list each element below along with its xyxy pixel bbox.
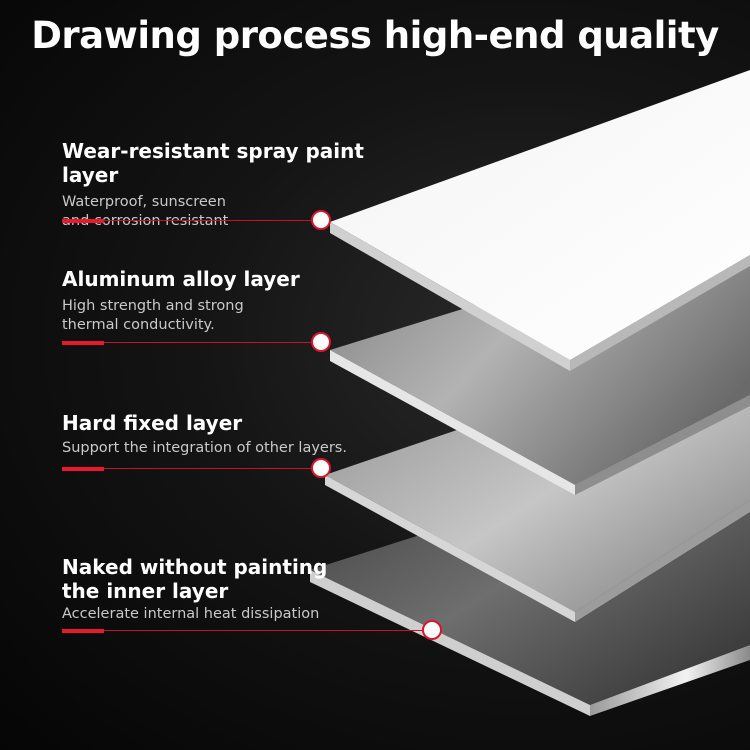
- layer-description: Support the integration of other layers.: [62, 439, 382, 458]
- layer-heading: Wear-resistant spray paint layer: [62, 139, 364, 187]
- layer-heading: Naked without painting the inner layer: [62, 555, 362, 603]
- layer-description: Accelerate internal heat dissipation: [62, 605, 362, 624]
- layer-heading-line: the inner layer: [62, 579, 229, 603]
- layer-description-line: Waterproof, sunscreen: [62, 194, 226, 210]
- marker-dot: [422, 620, 442, 640]
- connector-line: [62, 628, 424, 633]
- marker-dot: [311, 210, 331, 230]
- connector-accent: [62, 466, 104, 471]
- layer-description-line: Accelerate internal heat dissipation: [62, 606, 320, 622]
- layer-description: High strength and strong thermal conduct…: [62, 297, 422, 335]
- layer-heading: Aluminum alloy layer: [62, 267, 300, 291]
- plate-spray-paint-layer: [330, 70, 750, 371]
- connector-line: [62, 340, 312, 345]
- page-title: Drawing process high-end quality: [31, 14, 719, 57]
- marker-dot: [311, 332, 331, 352]
- connector-line: [62, 466, 312, 471]
- layer-block-aluminum: Aluminum alloy layer High strength and s…: [62, 267, 422, 335]
- connector-accent: [62, 340, 104, 345]
- layer-heading: Hard fixed layer: [62, 411, 243, 435]
- connector-accent: [62, 218, 104, 223]
- layer-description: Waterproof, sunscreen and corrosion resi…: [62, 193, 422, 231]
- layer-block-hard-fixed: Hard fixed layer Support the integration…: [62, 411, 382, 458]
- layer-heading-line: Naked without painting: [62, 555, 328, 579]
- layer-description-line: thermal conductivity.: [62, 317, 215, 333]
- layer-description-line: High strength and strong: [62, 298, 244, 314]
- layer-description-line: and corrosion resistant: [62, 213, 229, 229]
- layer-block-inner: Naked without painting the inner layer A…: [62, 555, 362, 624]
- layer-description-line: Support the integration of other layers.: [62, 440, 347, 456]
- layer-block-spray-paint: Wear-resistant spray paint layer Waterpr…: [62, 139, 422, 231]
- marker-dot: [311, 458, 331, 478]
- connector-accent: [62, 628, 104, 633]
- connector-line: [62, 218, 312, 223]
